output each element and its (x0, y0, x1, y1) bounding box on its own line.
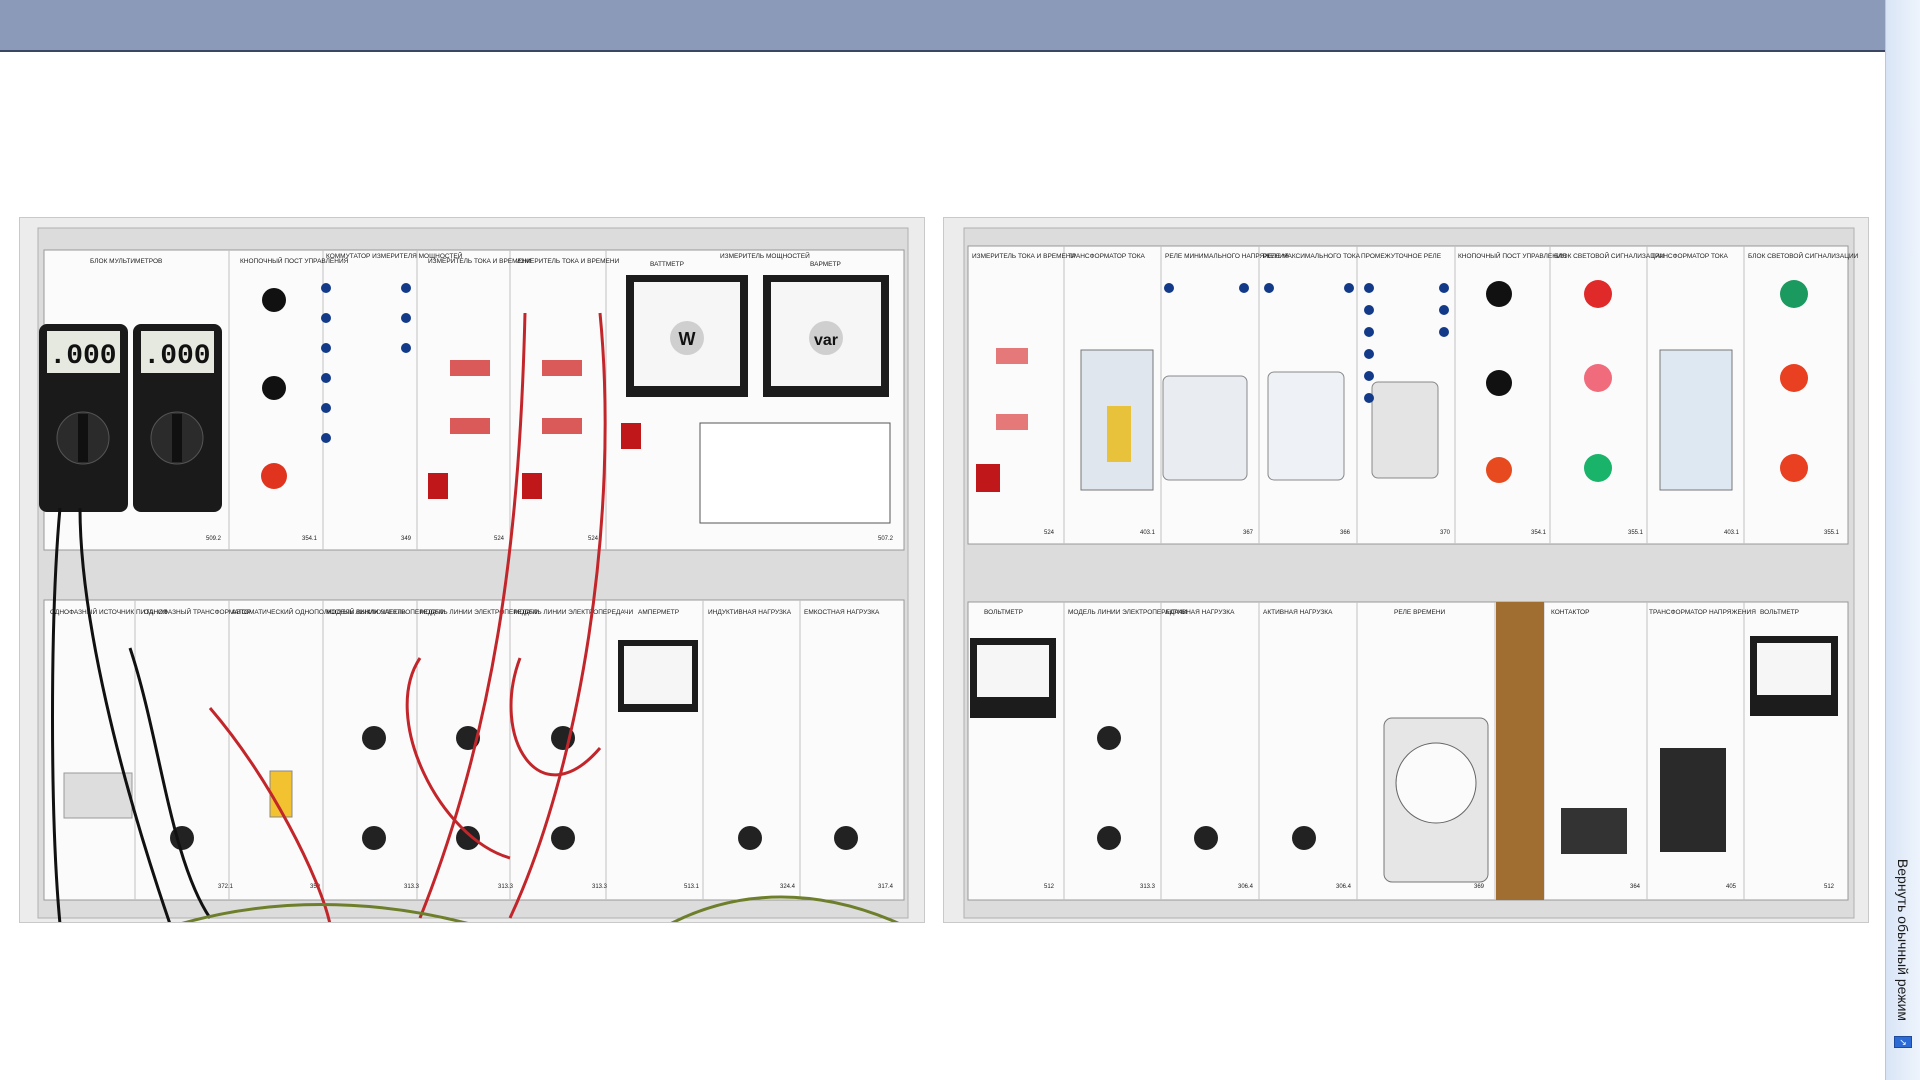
module-number: 372.1 (218, 884, 234, 890)
module-title: ОДНОФАЗНЫЙ ИСТОЧНИК ПИТАНИЯ (50, 607, 168, 616)
module-title: ИНДУКТИВНАЯ НАГРУЗКА (708, 609, 792, 616)
module-title: БЛОК СВЕТОВОЙ СИГНАЛИЗАЦИИ (1554, 251, 1665, 260)
module-title: ВОЛЬТМЕТР (984, 609, 1023, 616)
module-number: 509.2 (206, 536, 222, 542)
module-number: 507.2 (878, 536, 894, 542)
lab-stand-left-image: БЛОК МУЛЬТИМЕТРОВ КНОПОЧНЫЙ ПОСТ УПРАВЛЕ… (20, 218, 924, 922)
module-title: АКТИВНАЯ НАГРУЗКА (1263, 609, 1333, 616)
module-title: АКТИВНАЯ НАГРУЗКА (1165, 609, 1235, 616)
module-number: 306.4 (1336, 884, 1352, 890)
lab-stand-right-image: ИЗМЕРИТЕЛЬ ТОКА И ВРЕМЕНИ ТРАНСФОРМАТОР … (944, 218, 1868, 922)
varmeter-symbol: var (814, 332, 838, 349)
module-number: 349 (401, 536, 412, 542)
multimeter-2-display: .000 (143, 341, 210, 372)
module-number: 364 (1630, 884, 1641, 890)
module-title: АМПЕРМЕТР (638, 609, 679, 616)
varmeter: var ВАРМЕТР (763, 261, 889, 397)
module-title: БЛОК СВЕТОВОЙ СИГНАЛИЗАЦИИ (1748, 251, 1859, 260)
side-panel: Вернуть обычный режим ↘ (1885, 0, 1920, 1080)
module-number: 403.1 (1724, 530, 1740, 536)
module-title: РЕЛЕ МАКСИМАЛЬНОГО ТОКА (1263, 253, 1361, 260)
restore-normal-mode-tab[interactable]: Вернуть обычный режим (1890, 835, 1916, 1045)
module-number: 405 (1726, 884, 1737, 890)
module-number: 354.1 (1531, 530, 1547, 536)
module-title: ЕМКОСТНАЯ НАГРУЗКА (804, 609, 880, 616)
collapse-arrow-icon[interactable]: ↘ (1894, 1036, 1912, 1048)
module-number: 313.3 (498, 884, 514, 890)
module-title: КОНТАКТОР (1551, 609, 1589, 616)
multimeter-1: .000 (39, 324, 128, 512)
module-number: 313.3 (404, 884, 420, 890)
module-number: 355.1 (1628, 530, 1644, 536)
module-title: МОДЕЛЬ ЛИНИИ ЭЛЕКТРОПЕРЕДАЧИ (420, 609, 539, 616)
module-title: КНОПОЧНЫЙ ПОСТ УПРАВЛЕНИЯ (240, 256, 349, 265)
module-number: 403.1 (1140, 530, 1156, 536)
module-number: 359 (310, 884, 321, 890)
module-title: ПРОМЕЖУТОЧНОЕ РЕЛЕ (1361, 253, 1442, 260)
module-title: МОДЕЛЬ ЛИНИИ ЭЛЕКТРОПЕРЕДАЧИ (326, 609, 445, 616)
module-number: 369 (1474, 884, 1485, 890)
restore-normal-mode-label: Вернуть обычный режим (1895, 858, 1912, 1022)
module-number: 513.1 (684, 884, 700, 890)
module-number: 512 (1044, 884, 1055, 890)
module-title: ИЗМЕРИТЕЛЬ ТОКА И ВРЕМЕНИ (972, 253, 1076, 260)
module-title: ВОЛЬТМЕТР (1760, 609, 1799, 616)
lab-stand-photo-right: ИЗМЕРИТЕЛЬ ТОКА И ВРЕМЕНИ ТРАНСФОРМАТОР … (943, 217, 1869, 923)
presentation-title-bar (0, 0, 1886, 52)
module-title: ИЗМЕРИТЕЛЬ ТОКА И ВРЕМЕНИ (428, 258, 532, 265)
module-number: 313.3 (1140, 884, 1156, 890)
module-number: 355.1 (1824, 530, 1840, 536)
module-number: 366 (1340, 530, 1351, 536)
multimeter-2: .000 (133, 324, 222, 512)
wattmeter-label: ВАТТМЕТР (650, 261, 684, 268)
module-number: 306.4 (1238, 884, 1254, 890)
module-number: 354.1 (302, 536, 318, 542)
module-title: ТРАНСФОРМАТОР ТОКА (1651, 253, 1728, 260)
lab-stand-photo-left: БЛОК МУЛЬТИМЕТРОВ КНОПОЧНЫЙ ПОСТ УПРАВЛЕ… (19, 217, 925, 923)
module-title: БЛОК МУЛЬТИМЕТРОВ (90, 258, 162, 265)
module-title: МОДЕЛЬ ЛИНИИ ЭЛЕКТРОПЕРЕДАЧИ (1068, 609, 1187, 616)
module-title: ТРАНСФОРМАТОР ТОКА (1068, 253, 1145, 260)
module-title: ОДНОФАЗНЫЙ ТРАНСФОРМАТОР (144, 607, 251, 616)
module-title: ИЗМЕРИТЕЛЬ ТОКА И ВРЕМЕНИ (516, 258, 620, 265)
module-number: 370 (1440, 530, 1451, 536)
module-number: 313.3 (592, 884, 608, 890)
module-number: 317.4 (878, 884, 894, 890)
module-number: 367 (1243, 530, 1254, 536)
module-number: 512 (1824, 884, 1835, 890)
varmeter-label: ВАРМЕТР (810, 261, 841, 268)
module-title: КОММУТАТОР ИЗМЕРИТЕЛЯ МОЩНОСТЕЙ (326, 251, 463, 260)
wattmeter: W ВАТТМЕТР (626, 261, 748, 397)
module-number: 524 (588, 536, 599, 542)
module-number: 524 (494, 536, 505, 542)
module-title: АВТОМАТИЧЕСКИЙ ОДНОПОЛЮСНЫЙ ВЫКЛЮЧАТЕЛЬ (232, 607, 406, 616)
module-title: МОДЕЛЬ ЛИНИИ ЭЛЕКТРОПЕРЕДАЧИ (514, 609, 633, 616)
module-title: РЕЛЕ МИНИМАЛЬНОГО НАПРЯЖЕНИЯ (1165, 253, 1289, 260)
module-title: ИЗМЕРИТЕЛЬ МОЩНОСТЕЙ (720, 251, 810, 260)
module-title: РЕЛЕ ВРЕМЕНИ (1394, 609, 1446, 616)
multimeter-1-display: .000 (49, 341, 116, 372)
module-title: ТРАНСФОРМАТОР НАПРЯЖЕНИЯ (1649, 609, 1756, 616)
module-number: 524 (1044, 530, 1055, 536)
module-title: КНОПОЧНЫЙ ПОСТ УПРАВЛЕНИЯ (1458, 251, 1567, 260)
wattmeter-symbol: W (679, 329, 696, 349)
module-number: 324.4 (780, 884, 796, 890)
